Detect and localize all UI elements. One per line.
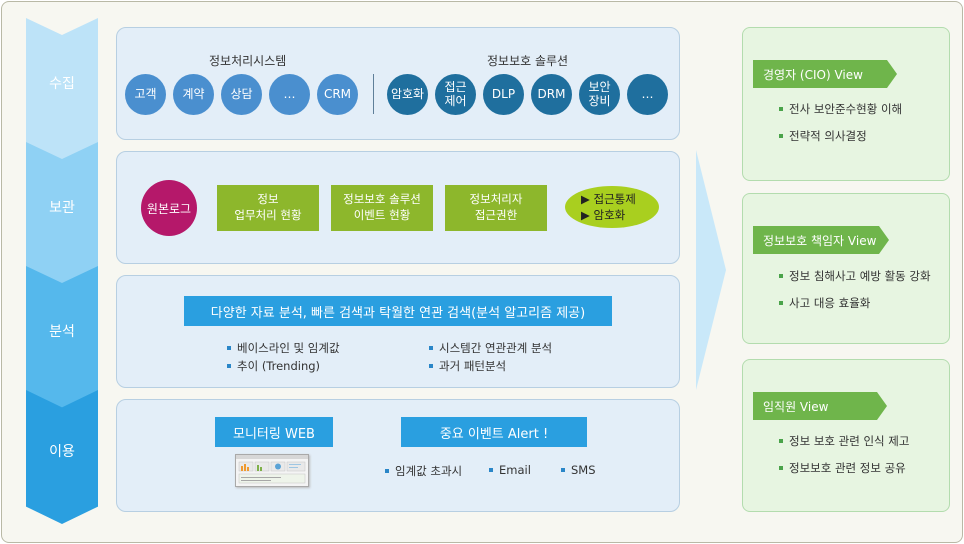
stage-label: 분석	[49, 324, 75, 340]
solution-circle: 접근 제어	[435, 74, 476, 115]
alert-item: SMS	[561, 463, 596, 477]
alert-item: Email	[489, 463, 531, 477]
group-divider	[373, 74, 374, 114]
view-panel-employees: 임직원 View 정보 보호 관련 인식 제고 정보보호 관련 정보 공유	[742, 359, 950, 512]
view-item: 사고 대응 효율화	[779, 295, 870, 311]
stage-collect: 수집	[26, 18, 98, 160]
raw-log-circle: 원본로그	[141, 180, 197, 236]
store-panel: 원본로그 정보 업무처리 현황 정보보호 솔루션 이벤트 현황 정보처리자 접근…	[116, 151, 680, 264]
stage-label: 보관	[49, 200, 75, 216]
stage-store: 보관	[26, 142, 98, 284]
view-item: 정보보호 관련 정보 공유	[779, 460, 906, 476]
oval-item: ▶ 접근통제	[581, 191, 636, 206]
analyze-panel: 다양한 자료 분석, 빠른 검색과 탁월한 연관 검색(분석 알고리즘 제공) …	[116, 275, 680, 388]
oval-item: ▶ 암호화	[581, 208, 626, 222]
dashboard-thumbnail	[235, 454, 309, 487]
view-item: 전사 보안준수현황 이해	[779, 101, 902, 117]
alert-banner: 중요 이벤트 Alert !	[401, 417, 587, 447]
protection-oval: ▶ 접근통제 ▶ 암호화	[565, 186, 659, 228]
store-box: 정보처리자 접근권한	[445, 185, 547, 231]
analysis-item: 베이스라인 및 임계값	[227, 340, 340, 356]
stage-label: 이용	[49, 444, 75, 460]
stage-use: 이용	[26, 390, 98, 524]
store-box: 정보 업무처리 현황	[217, 185, 319, 231]
stage-analyze: 분석	[26, 266, 98, 408]
source-circle: CRM	[317, 74, 358, 115]
analysis-item: 시스템간 연관관계 분석	[429, 340, 552, 356]
dashboard-thumbnail-image	[236, 455, 308, 484]
source-circle: 상담	[221, 74, 262, 115]
stage-label: 수집	[49, 76, 75, 92]
source-circle: …	[269, 74, 310, 115]
view-item: 전략적 의사결정	[779, 128, 867, 144]
view-title: 정보보호 책임자 View	[753, 226, 889, 254]
analysis-banner: 다양한 자료 분석, 빠른 검색과 탁월한 연관 검색(분석 알고리즘 제공)	[184, 296, 612, 326]
view-panel-security-officer: 정보보호 책임자 View 정보 침해사고 예방 활동 강화 사고 대응 효율화	[742, 193, 950, 344]
source-circle: 고객	[125, 74, 166, 115]
monitoring-web-banner: 모니터링 WEB	[215, 417, 333, 447]
security-solution-title: 정보보호 솔루션	[487, 54, 569, 68]
analysis-item: 추이 (Trending)	[227, 358, 320, 374]
use-panel: 모니터링 WEB 중요 이벤트 Alert ! 임계값 초과시 Email SM…	[116, 399, 680, 512]
view-item: 정보 보호 관련 인식 제고	[779, 433, 909, 449]
store-box: 정보보호 솔루션 이벤트 현황	[331, 185, 433, 231]
solution-circle: DLP	[483, 74, 524, 115]
source-circle: 계약	[173, 74, 214, 115]
view-panel-cio: 경영자 (CIO) View 전사 보안준수현황 이해 전략적 의사결정	[742, 27, 950, 181]
alert-item: 임계값 초과시	[385, 463, 462, 479]
solution-circle: 암호화	[387, 74, 428, 115]
solution-circle: 보안 장비	[579, 74, 620, 115]
solution-circle: …	[627, 74, 668, 115]
collect-panel: 정보처리시스템 고객 계약 상담 … CRM 정보보호 솔루션 암호화 접근 제…	[116, 27, 680, 140]
view-title: 경영자 (CIO) View	[753, 60, 897, 88]
view-title: 임직원 View	[753, 392, 887, 420]
info-system-title: 정보처리시스템	[209, 54, 287, 68]
analysis-item: 과거 패턴분석	[429, 358, 506, 374]
view-item: 정보 침해사고 예방 활동 강화	[779, 268, 931, 284]
solution-circle: DRM	[531, 74, 572, 115]
